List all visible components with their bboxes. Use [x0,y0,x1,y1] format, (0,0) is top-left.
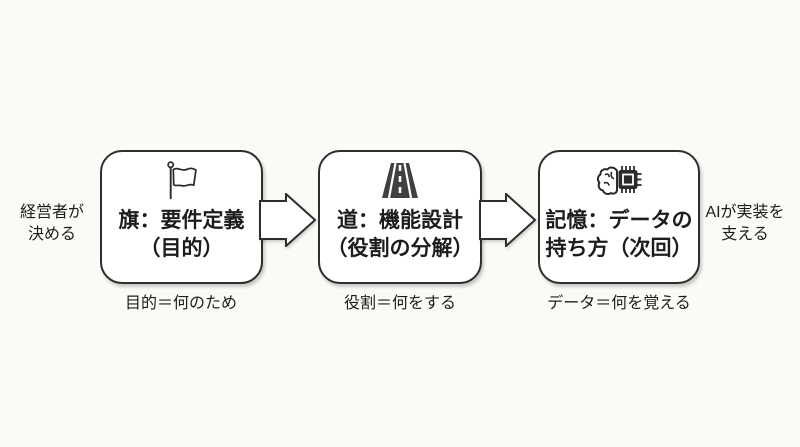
block-arrow-right-icon [259,191,317,252]
step-box-function-design: 道：機能設計 （役割の分解） [318,150,482,284]
annotation-right-line1: AIが実装を [705,204,785,221]
caption-role: 役割＝何をする [343,295,456,312]
annotation-left: 経営者が 決める [0,202,107,246]
step-title-line: 旗：要件定義 [118,209,245,232]
annotation-left-line1: 経営者が [19,204,84,221]
step-box-data-memory: 記憶：データの 持ち方（次回） [538,150,700,284]
annotation-left-line2: 決める [27,226,76,243]
step-title-line: 道：機能設計 [337,209,463,232]
brain-chip-icon [596,160,643,200]
caption-data: データ＝何を覚える [547,295,691,312]
step-title-requirements: 旗：要件定義 （目的） [119,207,245,263]
caption-purpose: 目的＝何のため [124,295,237,312]
annotation-right: AIが実装を 支える [690,202,800,246]
block-arrow-right-icon [479,191,537,252]
step-title-line: 記憶：データの [545,209,693,232]
road-icon [376,160,424,200]
step-title-line: （役割の分解） [326,237,474,260]
flag-icon [162,160,202,200]
step-title-line: 持ち方（次回） [545,237,693,260]
step-title-data-memory: 記憶：データの 持ち方（次回） [546,207,693,263]
step-title-function-design: 道：機能設計 （役割の分解） [327,207,474,263]
annotation-right-line2: 支える [721,226,769,243]
step-title-line: （目的） [139,237,224,260]
step-box-requirements: 旗：要件定義 （目的） [100,150,263,284]
